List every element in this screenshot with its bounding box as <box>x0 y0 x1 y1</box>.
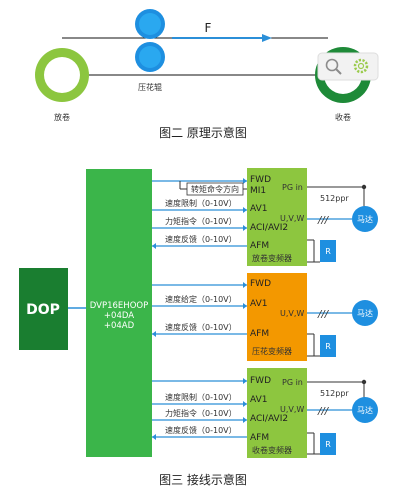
wiring-diagram: DOP DVP16EHOOP +04DA +04AD FWD MI1 AV1 A… <box>19 168 378 487</box>
dop-block <box>19 268 68 350</box>
drive3-resistor <box>320 433 336 455</box>
force-arrow-head <box>262 34 272 42</box>
drive3-motor-label: 马达 <box>357 405 373 415</box>
drive3-torque-cmd-label: 力矩指令（0-10V） <box>165 408 237 418</box>
unwind-roll-core <box>44 57 80 93</box>
principle-diagram: 放卷 压花辊 F 收卷 图二 原理示意图 <box>35 9 379 140</box>
force-label: F <box>205 21 212 35</box>
drive3-encoder-ppr: 512ppr <box>320 389 349 398</box>
rewind-label: 收卷 <box>335 112 351 122</box>
drive1-encoder-ppr: 512ppr <box>320 194 349 203</box>
drive3-fwd-arrowhead <box>243 378 247 384</box>
drive1-terminal-aci: ACI/AVI2 <box>250 223 288 233</box>
plc-model: DVP16EHOOP <box>90 301 148 311</box>
plc-module-ad: +04AD <box>104 321 135 331</box>
drive1-resistor <box>320 240 336 262</box>
dop-label: DOP <box>26 302 60 318</box>
drive1-speed-limit-label: 速度限制（0-10V） <box>165 198 237 208</box>
gear-icon[interactable] <box>353 58 369 74</box>
drive3-terminal-afm: AFM <box>250 433 269 443</box>
drive1-block <box>247 168 307 266</box>
drive2-name: 压花变频器 <box>252 346 292 356</box>
drive3-motor <box>352 397 378 423</box>
drive3-block <box>247 368 307 458</box>
drive1-speed-limit-arrowhead <box>243 207 247 213</box>
drive3-terminal-aci: ACI/AVI2 <box>250 414 288 424</box>
drive2-motor <box>352 300 378 326</box>
drive1-encoder-dot <box>361 184 367 190</box>
drive1-resistor-label: R <box>325 247 331 256</box>
drive1-motor-label: 马达 <box>357 214 373 224</box>
drive1-torque-cmd-label: 力矩指令（0-10V） <box>165 216 237 226</box>
drive2-wire-marks: /// <box>317 309 330 320</box>
drive3-resistor-label: R <box>325 440 331 449</box>
drive1-uvw: U,V,W <box>280 214 304 223</box>
drive1-terminal-av1: AV1 <box>250 204 267 214</box>
drive3-speed-limit-label: 速度限制（0-10V） <box>165 392 237 402</box>
drive2-terminal-afm: AFM <box>250 329 269 339</box>
drive2-block <box>247 273 307 361</box>
magnifier-icon[interactable] <box>325 58 342 75</box>
plc-module-da: +04DA <box>104 311 134 321</box>
principle-caption: 图二 原理示意图 <box>159 125 247 140</box>
drive2-resistor <box>320 335 336 357</box>
drive1-speed-fb-arrowhead <box>152 243 156 249</box>
emboss-roll-top-highlight <box>139 13 161 35</box>
drive3-encoder-dot <box>361 379 367 385</box>
drive1-name: 放卷变频器 <box>252 253 292 263</box>
drive3-wire-marks: /// <box>317 406 330 417</box>
drive2-motor-label: 马达 <box>357 308 373 318</box>
drive3-speed-fb-arrowhead <box>152 434 156 440</box>
drive1-wire-marks: /// <box>317 215 330 226</box>
drive2-resistor-label: R <box>325 342 331 351</box>
drive2-speed-setpoint-label: 速度给定（0-10V） <box>165 294 237 304</box>
embossing-label: 压花辊 <box>138 82 162 92</box>
drive3-pg-in: PG in <box>282 378 303 387</box>
drive1-pg-in: PG in <box>282 183 303 192</box>
drive2-speed-fb-label: 速度反馈（0-10V） <box>165 322 237 332</box>
drive1-torque-cmd-arrowhead <box>243 225 247 231</box>
wiring-caption: 图三 接线示意图 <box>159 472 247 487</box>
drive2-terminal-av1: AV1 <box>250 299 267 309</box>
drive3-name: 收卷变频器 <box>252 445 292 455</box>
unwind-label: 放卷 <box>54 112 70 122</box>
drive3-terminal-fwd: FWD <box>250 376 271 386</box>
drive2-speed-fb-arrowhead <box>152 331 156 337</box>
drive1-speed-fb-label: 速度反馈（0-10V） <box>165 234 237 244</box>
drive1-terminal-mi1: MI1 <box>250 186 266 196</box>
drive3-torque-cmd-arrowhead <box>243 417 247 423</box>
torque-dir-label: 转矩命令方向 <box>191 184 239 194</box>
zoom-widget[interactable] <box>317 52 379 81</box>
drive2-uvw: U,V,W <box>280 309 304 318</box>
drive1-fwd-arrowhead <box>243 178 247 184</box>
drive3-terminal-av1: AV1 <box>250 395 267 405</box>
drive1-motor <box>352 206 378 232</box>
drive2-fwd-arrowhead <box>243 282 247 288</box>
drive2-speed-setpoint-arrowhead <box>243 303 247 309</box>
drive1-terminal-afm: AFM <box>250 241 269 251</box>
drive3-speed-fb-label: 速度反馈（0-10V） <box>165 425 237 435</box>
drive3-uvw: U,V,W <box>280 405 304 414</box>
drive2-terminal-fwd: FWD <box>250 279 271 289</box>
emboss-roll-bottom-highlight <box>139 46 161 68</box>
plc-block <box>86 169 152 457</box>
drive3-speed-limit-arrowhead <box>243 401 247 407</box>
drive1-terminal-fwd: FWD <box>250 175 271 185</box>
